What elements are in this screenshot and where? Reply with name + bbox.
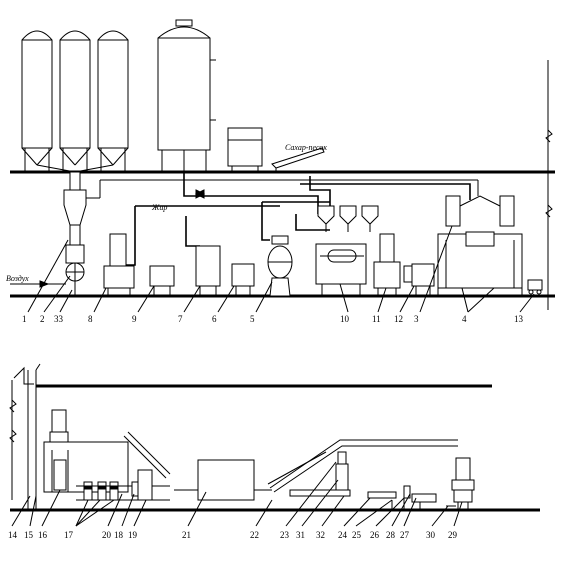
machine-29 bbox=[446, 457, 475, 510]
silo-1 bbox=[21, 30, 53, 172]
callout-leaders-lower bbox=[11, 461, 463, 527]
callout-7: 7 bbox=[178, 314, 183, 324]
cyclone-separator bbox=[63, 171, 479, 296]
unit-31-32 bbox=[289, 451, 351, 497]
callout-leaders-upper bbox=[27, 225, 535, 313]
sugar-station: Сахар-песок bbox=[227, 127, 327, 172]
callout-3: 3 bbox=[414, 314, 419, 324]
flour-silos bbox=[21, 30, 129, 173]
air-inlet: Воздух bbox=[6, 274, 66, 288]
callout-31: 31 bbox=[296, 530, 305, 540]
callout-29: 29 bbox=[448, 530, 458, 540]
callout-10: 10 bbox=[340, 314, 350, 324]
incline-conveyor-20 bbox=[123, 431, 171, 501]
callout-8: 8 bbox=[88, 314, 93, 324]
callout-1: 1 bbox=[22, 314, 27, 324]
incline-conveyor-22 bbox=[267, 439, 458, 493]
callout-18: 18 bbox=[114, 530, 124, 540]
lower-floor-structure bbox=[9, 366, 540, 512]
silo-3 bbox=[97, 30, 129, 172]
callout-17: 17 bbox=[64, 530, 74, 540]
stations-17 bbox=[76, 481, 170, 501]
callout-33: 33 bbox=[54, 314, 64, 324]
packaging-line bbox=[367, 485, 437, 510]
dosing-hoppers bbox=[317, 205, 379, 232]
callout-21: 21 bbox=[182, 530, 191, 540]
callout-9: 9 bbox=[132, 314, 137, 324]
callout-13: 13 bbox=[514, 314, 524, 324]
upper-equipment bbox=[103, 195, 543, 297]
callout-16: 16 bbox=[38, 530, 48, 540]
callout-numbers-upper: 1 2 33 8 9 7 6 5 10 11 12 3 4 13 bbox=[22, 314, 524, 324]
callout-4: 4 bbox=[462, 314, 467, 324]
vertical-conveyor bbox=[27, 363, 41, 510]
callout-20: 20 bbox=[102, 530, 112, 540]
pipelines-upper: Жир bbox=[120, 172, 471, 266]
air-label: Воздух bbox=[6, 274, 29, 283]
callout-14: 14 bbox=[8, 530, 18, 540]
callout-23: 23 bbox=[280, 530, 290, 540]
silo-2 bbox=[59, 30, 91, 172]
callout-25: 25 bbox=[352, 530, 362, 540]
fat-label: Жир bbox=[151, 203, 167, 212]
callout-27: 27 bbox=[400, 530, 410, 540]
callout-numbers-lower: 14 15 16 17 20 18 19 21 22 23 31 32 24 2… bbox=[8, 530, 458, 540]
callout-5: 5 bbox=[250, 314, 255, 324]
callout-19: 19 bbox=[128, 530, 138, 540]
sugar-label: Сахар-песок bbox=[285, 143, 327, 152]
callout-22: 22 bbox=[250, 530, 259, 540]
fat-storage-tank bbox=[157, 19, 216, 172]
callout-11: 11 bbox=[372, 314, 381, 324]
callout-15: 15 bbox=[24, 530, 34, 540]
callout-26: 26 bbox=[370, 530, 380, 540]
callout-32: 32 bbox=[316, 530, 325, 540]
callout-6: 6 bbox=[212, 314, 217, 324]
callout-2: 2 bbox=[40, 314, 45, 324]
callout-30: 30 bbox=[426, 530, 436, 540]
callout-24: 24 bbox=[338, 530, 348, 540]
callout-28: 28 bbox=[386, 530, 396, 540]
unit-21 bbox=[174, 459, 272, 501]
mixer-10 bbox=[315, 243, 367, 296]
oven-16 bbox=[43, 409, 129, 493]
callout-12: 12 bbox=[394, 314, 403, 324]
